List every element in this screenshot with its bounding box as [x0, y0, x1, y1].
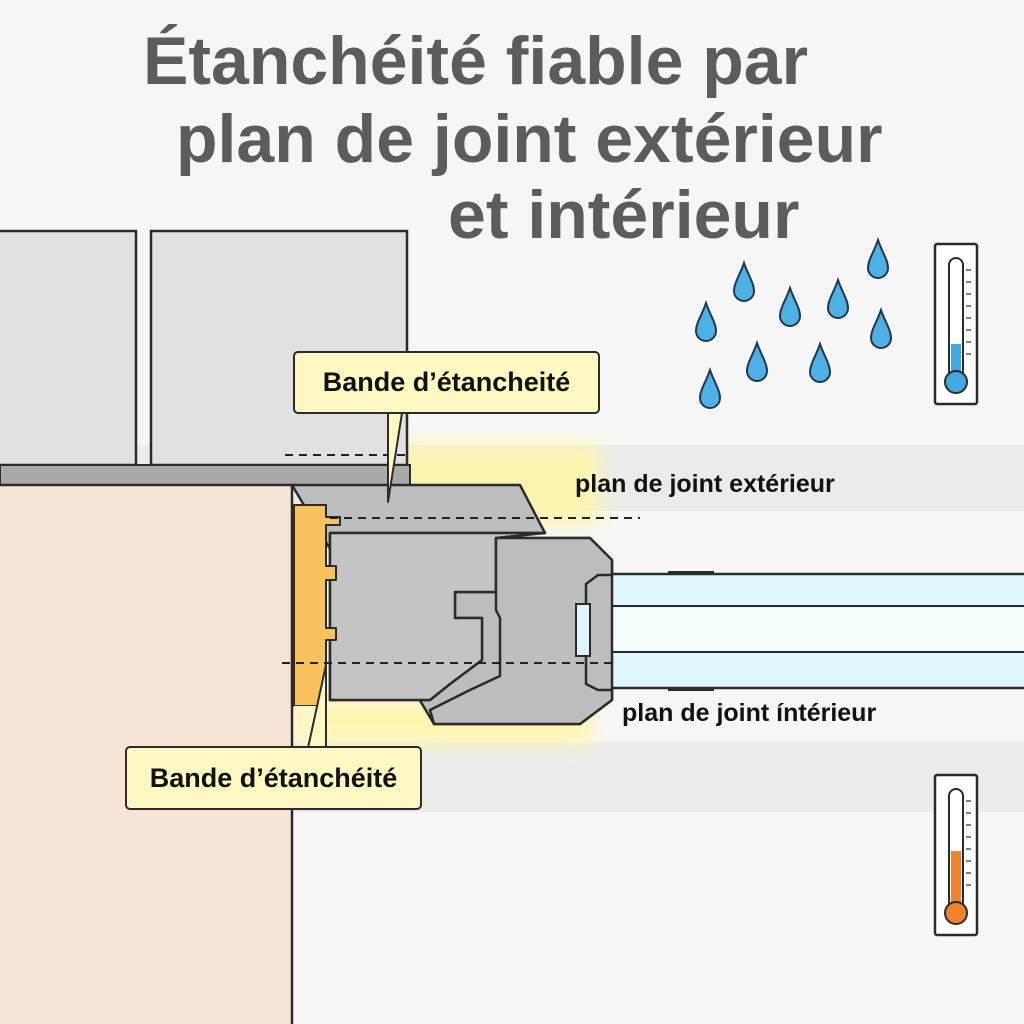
- thermometer-cold-icon: [933, 242, 979, 406]
- frame-glass-bead: [428, 536, 614, 726]
- raindrop-icon: [745, 339, 769, 382]
- raindrop-icon: [732, 259, 756, 302]
- raindrop-icon: [694, 236, 893, 409]
- raindrop-icon: [778, 284, 802, 327]
- masonry-block-right: [149, 229, 409, 467]
- raindrop-icon: [694, 299, 718, 342]
- inner-plane-label: plan de joint íntérieur: [622, 699, 877, 727]
- title-line-3: et intérieur: [448, 177, 800, 253]
- raindrop-icon: [698, 366, 722, 409]
- glass-pane: [586, 571, 1024, 691]
- thermometer-warm-icon: [933, 773, 979, 937]
- masonry-block-left: [0, 229, 138, 467]
- glazing-gasket: [575, 603, 591, 657]
- outer-plane-label: plan de joint extérieur: [575, 470, 835, 498]
- lintel-strip: [0, 464, 411, 486]
- raindrop-icon: [869, 306, 893, 349]
- title-line-2: plan de joint extérieur: [176, 101, 883, 177]
- callout-seal-tape-bottom: Bande d’étanchéité: [125, 746, 422, 810]
- title-line-1: Étanchéité fiable par: [143, 23, 809, 99]
- raindrop-icon: [808, 340, 832, 383]
- raindrop-icon: [866, 236, 890, 279]
- raindrop-icon: [826, 276, 850, 319]
- callout-seal-tape-top: Bande d’étancheité: [293, 351, 600, 414]
